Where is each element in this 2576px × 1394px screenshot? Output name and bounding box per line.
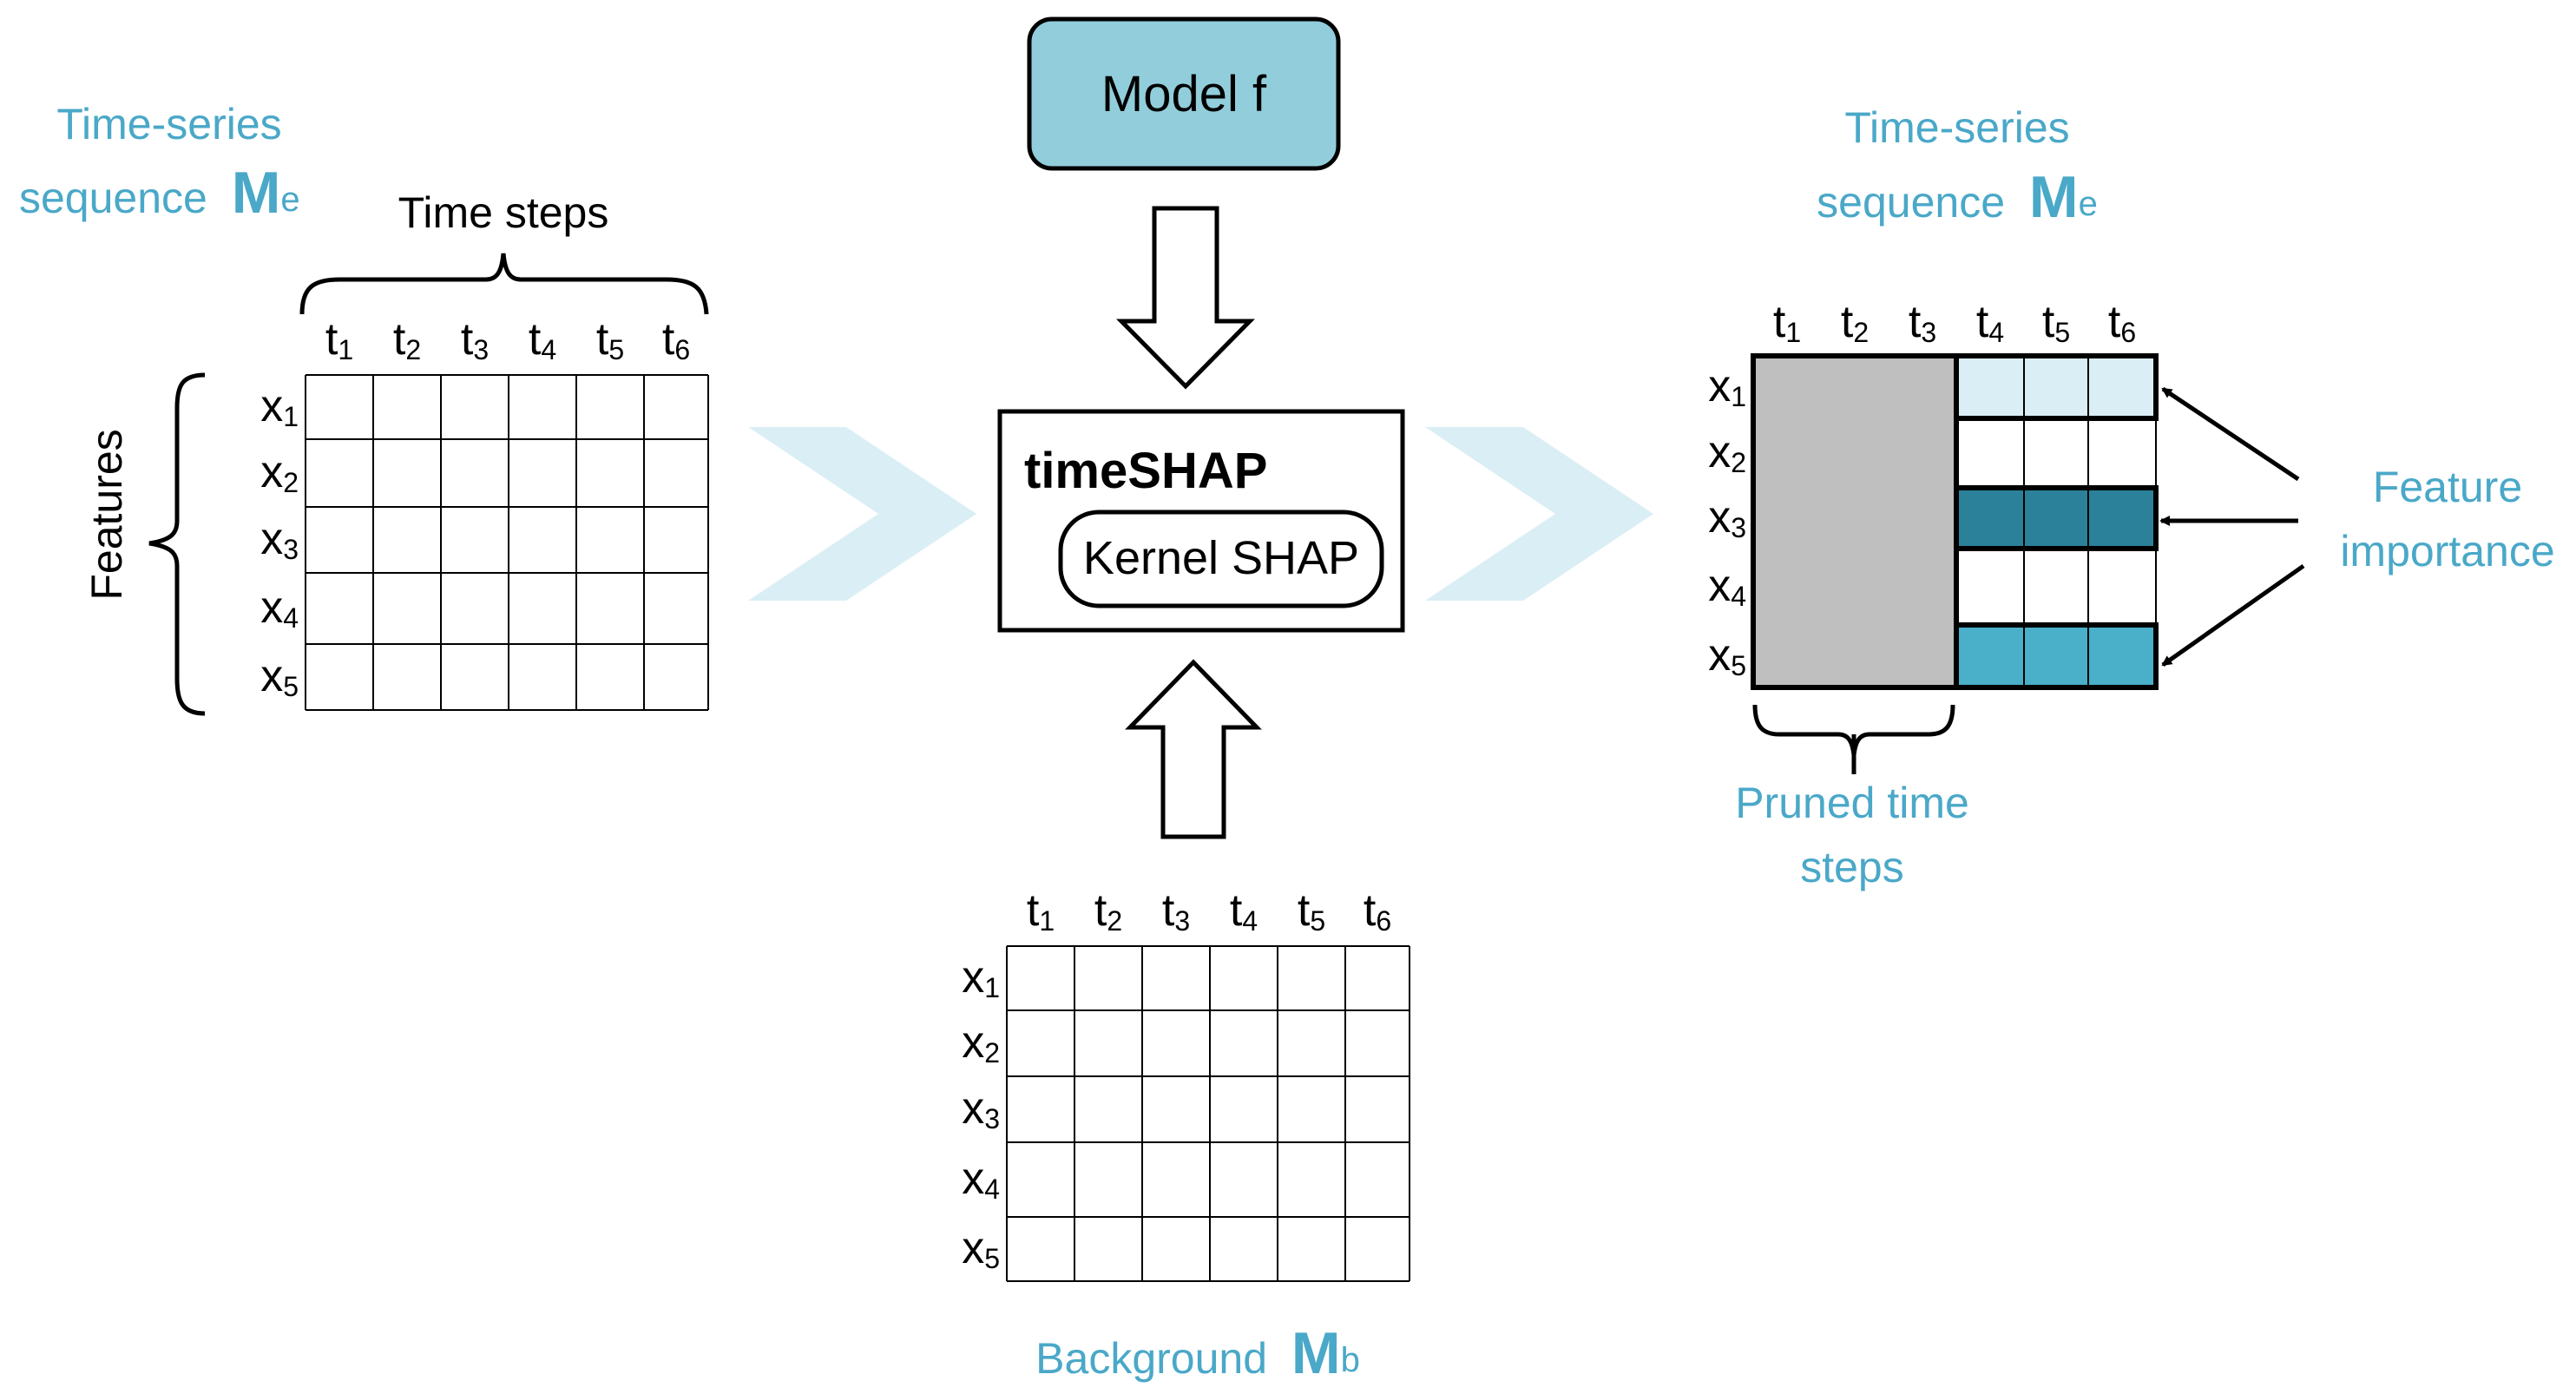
model-label: Model f [1101,66,1267,122]
left-panel: Time-series sequence Me Time steps Featu… [19,100,709,716]
importance-bar-x3 [1956,488,2156,549]
feature-label-x1: x1 [962,952,1000,1003]
time-label-t3: t3 [1909,297,1936,348]
importance-arrow-x5 [2161,563,2305,667]
right-title-line2: sequence Me [1817,164,2098,230]
time-label-t3: t3 [461,314,489,365]
time-label-t2: t2 [393,314,421,365]
feature-label-x4: x4 [1708,561,1746,612]
time-label-t6: t6 [1364,885,1391,937]
feature-label-x4: x4 [962,1154,1000,1205]
feature-label-x5: x5 [1708,630,1746,681]
pruned-label-line2: steps [1800,843,1904,891]
time-label-t4: t4 [1230,885,1258,937]
importance-bar-x1 [1956,356,2156,418]
time-label-t1: t1 [1773,297,1801,348]
importance-arrow-x1 [2161,386,2300,482]
model-box: Model f [1027,16,1341,171]
features-label: Features [82,429,131,600]
background-panel: t1 t2 t3 t4 t5 t6 x1 x2 x3 x4 x5 Background Mb [962,885,1410,1386]
background-matrix [1006,945,1410,1282]
background-time-labels: t1 t2 t3 t4 t5 t6 [1027,885,1391,937]
feature-label-x3: x3 [962,1083,1000,1134]
features-brace [148,372,206,716]
left-input-matrix [305,374,709,711]
importance-outline-x3 [1954,485,2159,551]
background-title: Background Mb [1035,1320,1360,1386]
arrow-up-from-background [1125,659,1262,839]
feature-label-x3: x3 [260,514,299,565]
left-title-line2: sequence Me [19,160,300,226]
right-feature-labels: x1 x2 x3 x4 x5 [1708,361,1746,681]
left-feature-labels: x1 x2 x3 x4 x5 [260,381,299,702]
feature-label-x2: x2 [1708,427,1746,478]
kernel-shap-label: Kernel SHAP [1083,532,1359,584]
pruned-region-cover [1755,358,1955,686]
importance-outline-x5 [1954,622,2159,690]
time-label-t5: t5 [596,314,624,365]
feature-label-x2: x2 [962,1017,1000,1069]
feature-label-x4: x4 [260,582,299,634]
time-steps-label: Time steps [398,188,609,237]
time-label-t6: t6 [662,314,690,365]
time-steps-brace [299,253,709,315]
importance-bar-x5 [1956,625,2156,687]
timeshap-title: timeSHAP [1024,443,1267,499]
feature-label-x3: x3 [1708,492,1746,543]
importance-label-line1: Feature [2373,463,2522,511]
time-label-t1: t1 [1027,885,1055,937]
feature-label-x5: x5 [962,1223,1000,1274]
time-label-t4: t4 [1976,297,2004,348]
time-label-t1: t1 [325,314,353,365]
time-label-t4: t4 [529,314,556,365]
chevron-right [1425,427,1653,601]
time-label-t6: t6 [2108,297,2136,348]
arrow-down-from-model [1116,206,1255,390]
kernel-shap-box [1058,510,1384,608]
feature-label-x5: x5 [260,651,299,702]
importance-outline-x1 [1954,353,2159,421]
time-label-t5: t5 [1298,885,1325,937]
time-label-t3: t3 [1162,885,1190,937]
background-feature-labels: x1 x2 x3 x4 x5 [962,952,1000,1274]
timeshap-box: timeSHAP Kernel SHAP [997,409,1405,633]
right-output-matrix [1751,353,2159,690]
importance-label-line2: importance [2340,527,2554,575]
pruned-label-line1: Pruned time [1735,779,1969,827]
right-title-line1: Time-series [1844,103,2069,152]
feature-label-x2: x2 [260,447,299,498]
feature-label-x1: x1 [260,381,299,432]
feature-label-x1: x1 [1708,361,1746,412]
left-time-labels: t1 t2 t3 t4 t5 t6 [325,314,690,365]
time-label-t2: t2 [1094,885,1122,937]
time-label-t5: t5 [2042,297,2070,348]
left-title-line1: Time-series [56,100,281,148]
time-label-t2: t2 [1841,297,1869,348]
right-time-labels: t1 t2 t3 t4 t5 t6 [1773,297,2136,348]
chevron-left [748,427,976,601]
